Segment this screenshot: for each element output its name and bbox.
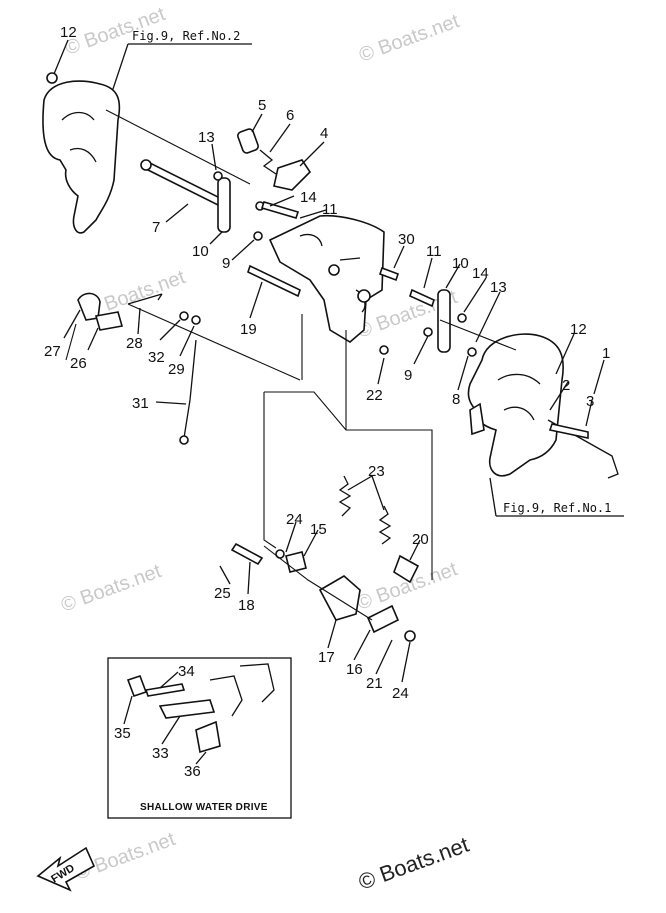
callout-21: 21 [366,675,383,692]
callout-9: 9 [222,255,230,272]
callout-6: 6 [286,107,294,124]
callout-25: 25 [214,585,231,602]
callout-17: 17 [318,649,335,666]
callout-3: 3 [586,393,594,410]
inset-title: SHALLOW WATER DRIVE [140,802,268,813]
callout-15: 15 [310,521,327,538]
callout-10: 10 [452,255,469,272]
lower-linkage-parts [230,475,420,642]
callout-28: 28 [126,335,143,352]
callout-leaders [53,39,605,765]
callout-12: 12 [60,24,77,41]
callout-12: 12 [570,321,587,338]
callout-20: 20 [412,531,429,548]
callout-23: 23 [368,463,385,480]
top-small-parts [213,128,312,241]
callout-22: 22 [366,387,383,404]
left-cluster-parts [77,292,201,445]
callout-13: 13 [490,279,507,296]
watermark: © Boats.net [356,10,462,67]
right-bracket-part [467,333,564,477]
callout-18: 18 [238,597,255,614]
pin-part [548,423,589,439]
callout-5: 5 [258,97,266,114]
figure-ref-right: Fig.9, Ref.No.1 [503,501,611,515]
callout-11: 11 [426,243,442,260]
callout-24: 24 [286,511,303,528]
callout-32: 32 [148,349,165,366]
callout-10: 10 [192,243,209,260]
callout-35: 35 [114,725,131,742]
callout-14: 14 [300,189,317,206]
watermark-bold: © Boats.net [355,832,472,895]
callout-27: 27 [44,343,61,360]
left-bracket-part [42,72,121,234]
callout-7: 7 [152,219,160,236]
ref-right-leader [489,477,624,517]
figure-ref-top: Fig.9, Ref.No.2 [132,29,240,43]
lever-rod-part [547,419,619,479]
callout-numbers: 12 5 6 13 4 14 11 7 10 9 30 11 10 14 13 … [44,24,610,780]
callout-31: 31 [132,395,149,412]
callout-9: 9 [404,367,412,384]
inset-shallow-water-drive: SHALLOW WATER DRIVE [107,657,292,819]
callout-34: 34 [178,663,195,680]
callout-24: 24 [392,685,409,702]
callout-16: 16 [346,661,363,678]
callout-19: 19 [240,321,257,338]
callout-13: 13 [198,129,215,146]
leader-lines [65,109,517,621]
callout-30: 30 [398,231,415,248]
callout-36: 36 [184,763,201,780]
fwd-arrow: FWD [36,846,96,892]
watermark: © Boats.net [58,560,164,617]
callout-29: 29 [168,361,185,378]
callout-4: 4 [320,125,328,142]
callout-11: 11 [322,201,338,218]
shaft-part [140,159,226,208]
callout-1: 1 [602,345,610,362]
bolt-part [247,264,301,298]
callout-8: 8 [452,391,460,408]
callout-26: 26 [70,355,87,372]
callout-2: 2 [562,377,570,394]
ref-top-leader [105,43,252,111]
callout-14: 14 [472,265,489,282]
center-bracket-part [268,214,385,343]
callout-33: 33 [152,745,169,762]
